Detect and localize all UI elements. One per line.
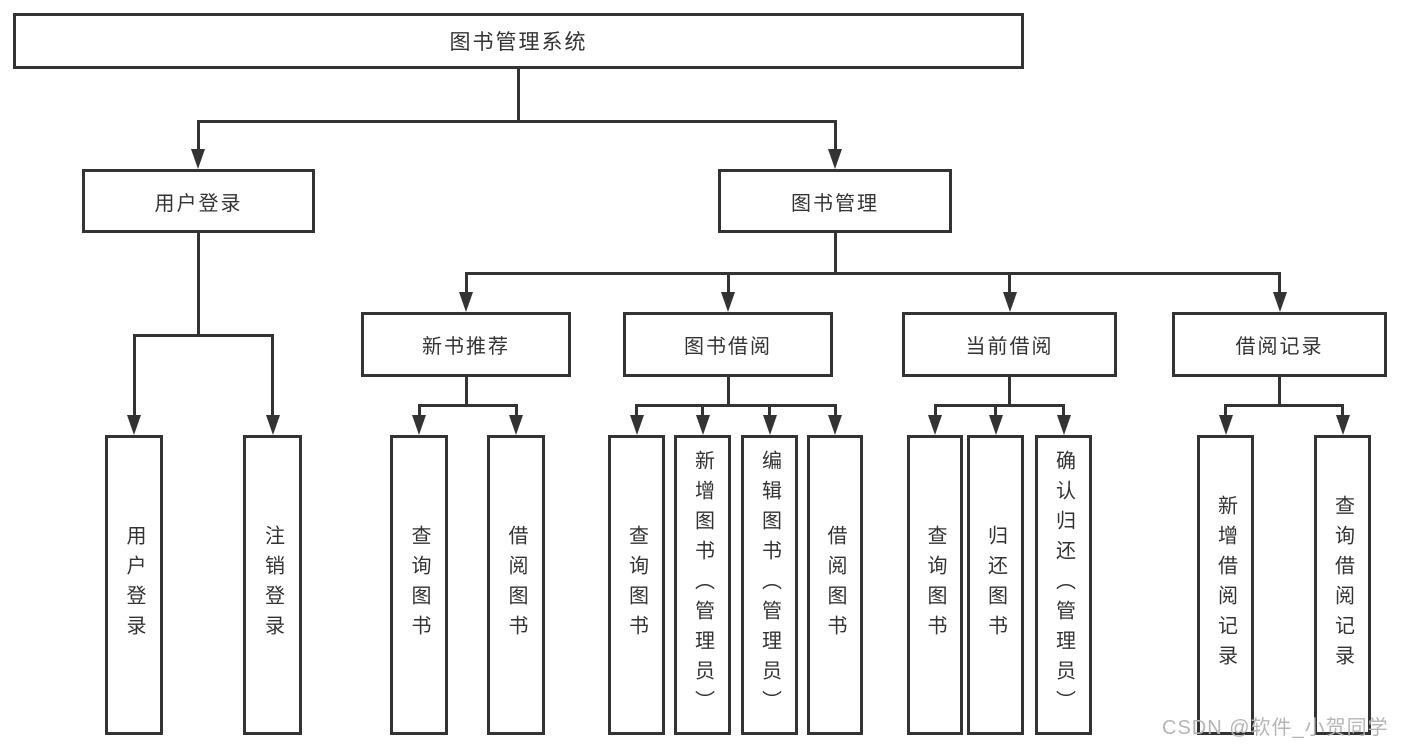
leaf-label: 查询借阅记录	[1331, 495, 1354, 675]
arrowhead-down-icon	[509, 415, 523, 435]
arrowhead-down-icon	[1272, 292, 1287, 312]
leaf-return-book: 归还图书	[967, 435, 1024, 735]
arrowhead-down-icon	[828, 415, 842, 435]
leaf-query-book-recommend: 查询图书	[390, 435, 448, 735]
leaf-label: 查询图书	[408, 525, 430, 645]
arrowhead-down-icon	[928, 415, 942, 435]
connector-line-horizontal	[198, 120, 835, 123]
connector-line-vertical	[516, 69, 520, 122]
connector-line-horizontal	[464, 272, 1281, 275]
leaf-label: 查询图书	[924, 525, 946, 645]
arrowhead-down-icon	[265, 415, 280, 435]
connector-line-horizontal	[933, 404, 1065, 407]
leaf-label: 新增借阅记录	[1214, 495, 1237, 675]
leaf-borrow-book-recommend: 借阅图书	[487, 435, 545, 735]
connector-line-vertical	[701, 404, 704, 418]
connector-line-vertical	[132, 334, 136, 418]
connector-line-vertical	[933, 404, 937, 418]
connector-line-vertical	[271, 334, 274, 418]
connector-line-vertical	[1278, 272, 1281, 296]
connector-line-horizontal	[417, 404, 518, 407]
leaf-label: 编辑图书（管理员）	[758, 450, 781, 720]
connector-line-vertical	[833, 404, 837, 418]
leaf-query-book-current: 查询图书	[907, 435, 963, 735]
leaf-label: 借阅图书	[824, 525, 846, 645]
arrowhead-down-icon	[1002, 292, 1017, 312]
connector-line-vertical	[196, 120, 200, 152]
arrowhead-down-icon	[191, 149, 205, 169]
leaf-borrow-book: 借阅图书	[807, 435, 863, 735]
leaf-query-book-borrowing: 查询图书	[608, 435, 665, 735]
leaf-logout: 注销登录	[243, 435, 302, 735]
connector-line-horizontal	[1224, 404, 1344, 407]
connector-line-horizontal	[635, 404, 837, 407]
node-label: 用户登录	[154, 192, 243, 215]
connector-line-vertical	[464, 272, 468, 296]
leaf-query-borrow-record: 查询借阅记录	[1314, 435, 1371, 735]
leaf-label: 注销登录	[261, 525, 284, 645]
node-new-book-recommend: 新书推荐	[361, 312, 571, 377]
node-label: 图书管理系统	[449, 31, 588, 54]
connector-line-vertical	[464, 377, 468, 406]
arrowhead-down-icon	[127, 415, 141, 435]
connector-line-vertical	[514, 404, 518, 418]
node-book-borrowing: 图书借阅	[623, 312, 833, 377]
leaf-add-book-admin: 新增图书（管理员）	[674, 435, 731, 735]
node-label: 借阅记录	[1235, 336, 1324, 358]
leaf-label: 新增图书（管理员）	[691, 450, 714, 720]
node-label: 当前借阅	[965, 336, 1054, 358]
node-user-login: 用户登录	[82, 169, 315, 233]
leaf-edit-book-admin: 编辑图书（管理员）	[741, 435, 798, 735]
leaf-label: 归还图书	[984, 525, 1007, 645]
connector-line-vertical	[196, 233, 200, 336]
arrowhead-down-icon	[459, 292, 473, 312]
connector-line-vertical	[1008, 377, 1011, 406]
arrowhead-down-icon	[1335, 415, 1350, 435]
connector-line-vertical	[994, 404, 997, 418]
connector-line-vertical	[833, 233, 837, 274]
leaf-label: 查询图书	[625, 525, 648, 645]
arrowhead-down-icon	[828, 149, 842, 169]
arrowhead-down-icon	[629, 415, 644, 435]
leaf-label: 确认归还（管理员）	[1052, 450, 1075, 720]
node-current-borrowing: 当前借阅	[902, 312, 1117, 377]
arrowhead-down-icon	[695, 415, 710, 435]
connector-line-vertical	[1062, 404, 1065, 418]
connector-line-vertical	[768, 404, 771, 418]
node-label: 图书借阅	[684, 336, 772, 358]
arrowhead-down-icon	[1218, 415, 1233, 435]
arrowhead-down-icon	[1056, 415, 1071, 435]
connector-line-vertical	[726, 377, 730, 406]
connector-line-vertical	[635, 404, 638, 418]
connector-line-vertical	[417, 404, 421, 418]
leaf-confirm-return-admin: 确认归还（管理员）	[1035, 435, 1092, 735]
arrowhead-down-icon	[721, 292, 735, 312]
node-label: 图书管理	[791, 192, 879, 215]
arrowhead-down-icon	[762, 415, 777, 435]
leaf-label: 用户登录	[123, 525, 145, 645]
node-label: 新书推荐	[422, 336, 510, 358]
arrowhead-down-icon	[988, 415, 1003, 435]
connector-line-vertical	[1008, 272, 1011, 296]
node-borrowing-records: 借阅记录	[1172, 312, 1387, 377]
connector-line-vertical	[1278, 377, 1281, 406]
node-book-management: 图书管理	[718, 169, 952, 233]
leaf-user-login: 用户登录	[105, 435, 163, 735]
connector-line-vertical	[726, 272, 730, 296]
connector-line-vertical	[1341, 404, 1344, 418]
connector-line-vertical	[833, 120, 837, 152]
leaf-label: 借阅图书	[505, 525, 527, 645]
connector-line-vertical	[1224, 404, 1227, 418]
node-library-system-root: 图书管理系统	[13, 13, 1024, 69]
csdn-watermark: CSDN @软件_小贺同学	[1162, 717, 1389, 739]
connector-line-horizontal	[132, 334, 274, 337]
arrowhead-down-icon	[412, 415, 426, 435]
leaf-add-borrow-record: 新增借阅记录	[1197, 435, 1254, 735]
